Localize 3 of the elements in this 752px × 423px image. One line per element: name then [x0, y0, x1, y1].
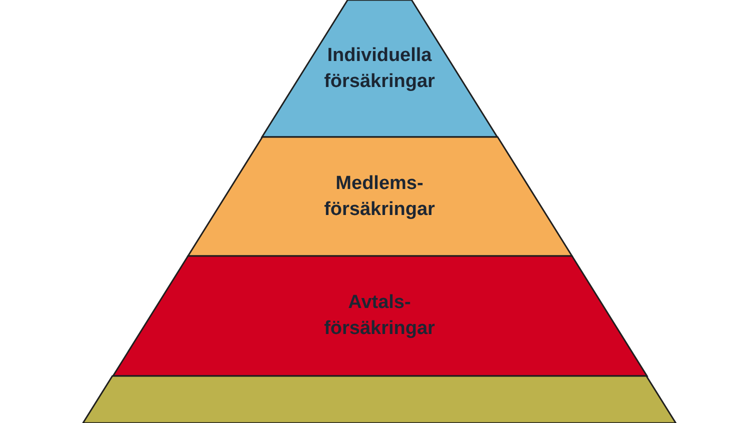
band-label: Avtals- försäkringar	[323, 291, 436, 341]
band-label: Medlems- försäkringar	[323, 172, 436, 222]
band-label: Individuella försäkringar	[323, 44, 436, 94]
